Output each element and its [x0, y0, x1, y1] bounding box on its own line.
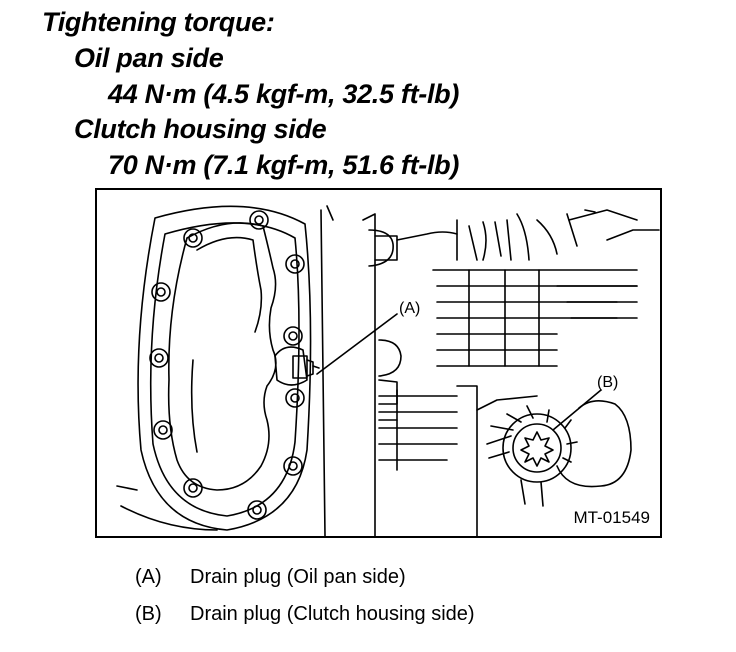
callout-b-label: (B): [597, 374, 619, 391]
legend-text: Drain plug (Oil pan side): [190, 566, 406, 588]
case-ribs: [378, 269, 638, 536]
legend-item: (B) Drain plug (Clutch housing side): [135, 603, 635, 629]
legend-text: Drain plug (Clutch housing side): [190, 603, 475, 625]
legend-key: (A): [135, 566, 162, 588]
drain-plug-b: [486, 400, 632, 507]
drain-plug-a: [274, 346, 320, 386]
legend-item: (A) Drain plug (Oil pan side): [135, 566, 635, 592]
clutch-housing-side-label: Clutch housing side: [74, 114, 327, 144]
pan-bolts: [149, 210, 305, 520]
oil-pan-torque-value: 44 N·m (4.5 kgf-m, 32.5 ft-lb): [108, 79, 460, 109]
torque-heading: Tightening torque:: [42, 7, 275, 37]
transmission-illustration: (A) (B) MT-01549: [95, 188, 662, 538]
callout-leaders: [316, 313, 602, 431]
clutch-housing-torque-value: 70 N·m (7.1 kgf-m, 51.6 ft-lb): [108, 150, 460, 180]
oil-pan-side-label: Oil pan side: [74, 43, 224, 73]
transmission-case: [362, 209, 660, 536]
figure-id: MT-01549: [573, 508, 650, 527]
callout-a-label: (A): [399, 300, 421, 317]
legend-key: (B): [135, 603, 162, 625]
oil-pan: [116, 205, 312, 531]
